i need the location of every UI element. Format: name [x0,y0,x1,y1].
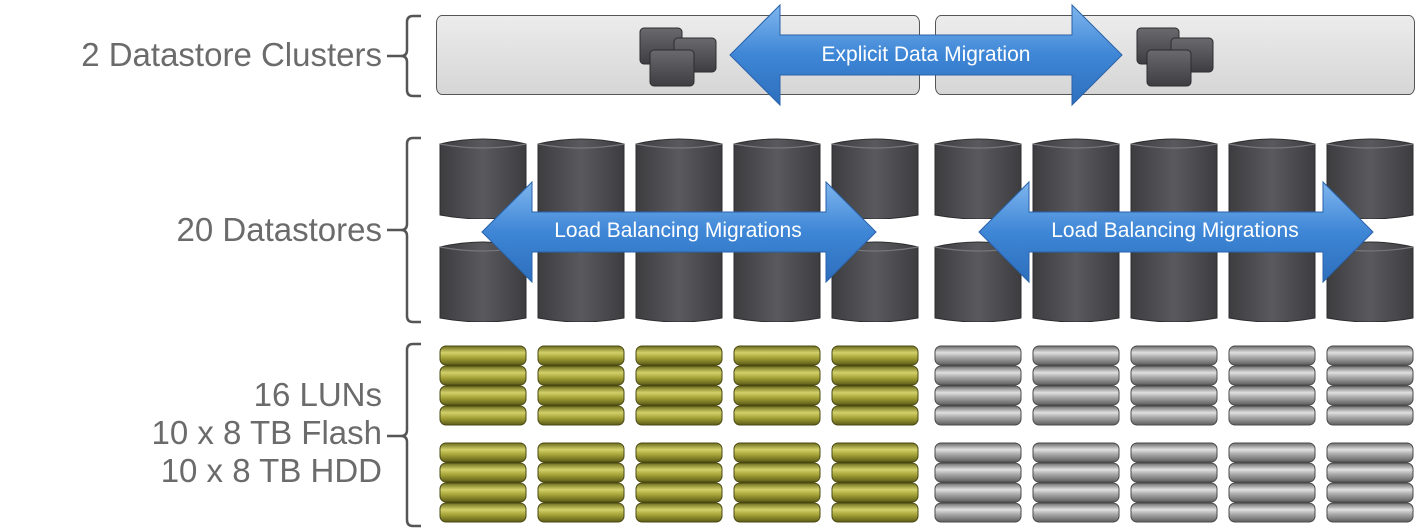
hdd-lun-icon [1228,345,1316,426]
flash-lun-icon [635,442,723,523]
hdd-lun-icon [1326,442,1414,523]
flash-lun-icon [831,345,919,426]
vm-stack-icon [639,27,717,87]
luns-count-text: 16 LUNs [253,376,382,413]
clusters-bracket [387,14,421,98]
flash-lun-icon [439,442,527,523]
hdd-lun-icon [1130,345,1218,426]
hdd-lun-icon [934,345,1022,426]
flash-lun-icon [831,442,919,523]
hdd-lun-icon [1032,345,1120,426]
load-balancing-label-right: Load Balancing Migrations [1051,219,1299,242]
flash-capacity-text: 10 x 8 TB Flash [151,414,382,451]
flash-lun-icon [635,345,723,426]
datastore-clusters-label: 2 Datastore Clusters [81,36,382,73]
flash-lun-icon [537,345,625,426]
load-balancing-arrow-left [481,180,877,284]
hdd-lun-icon [1032,442,1120,523]
datastores-label: 20 Datastores [176,211,382,248]
flash-lun-icon [537,442,625,523]
load-balancing-arrow-right [978,180,1374,284]
flash-lun-icon [733,345,821,426]
hdd-lun-icon [1228,442,1316,523]
hdd-lun-icon [1130,442,1218,523]
hdd-lun-icon [934,442,1022,523]
luns-bracket [387,342,421,528]
flash-lun-icon [439,345,527,426]
hdd-capacity-text: 10 x 8 TB HDD [160,452,382,489]
datastore-cylinder [439,241,527,322]
load-balancing-label-left: Load Balancing Migrations [554,219,802,242]
flash-lun-icon [733,442,821,523]
explicit-migration-label: Explicit Data Migration [821,43,1031,66]
vm-stack-icon [1136,27,1214,87]
datastores-bracket [387,136,421,324]
explicit-migration-arrow [729,3,1123,107]
hdd-lun-icon [1326,345,1414,426]
luns-label: 16 LUNs 10 x 8 TB Flash 10 x 8 TB HDD [151,376,382,490]
